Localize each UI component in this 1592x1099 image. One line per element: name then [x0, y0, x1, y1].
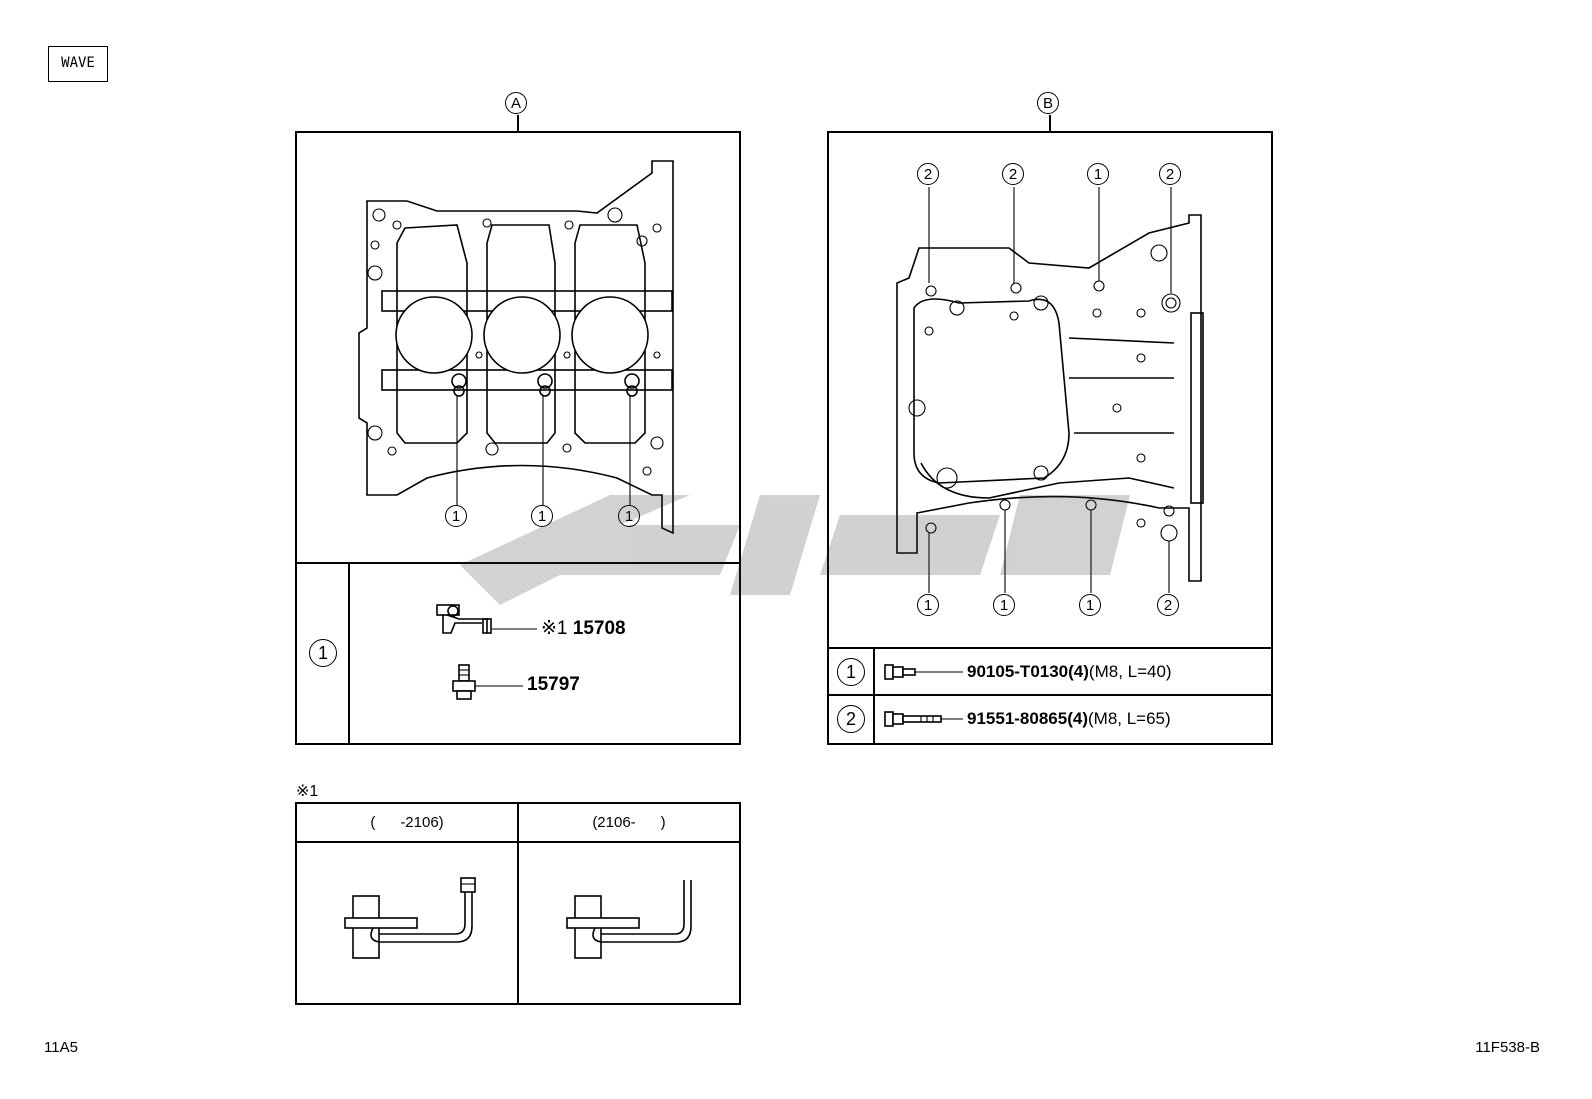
panel-a-legend-divider	[297, 562, 739, 564]
callout-label: 1	[993, 594, 1015, 616]
panel-a-marker-leader	[517, 115, 519, 132]
wave-tag: WAVE	[48, 46, 108, 82]
part-qty: (4)	[1067, 709, 1088, 728]
callout-label: 1	[445, 505, 467, 527]
callout-label: 1	[1079, 594, 1101, 616]
panel-b: 2 2 1 2 1 1 1 2 1 90105-T0130(4)(M8, L=4…	[827, 131, 1273, 745]
variant-late-label: (2106- )	[592, 814, 666, 831]
panel-b-callout-top-2: 2	[1002, 163, 1024, 185]
part-spec: (M8, L=65)	[1088, 709, 1171, 728]
panel-a-legend-key: 1	[309, 639, 337, 667]
variants-table: ( -2106) (2106- )	[295, 802, 741, 1005]
wave-tag-label: WAVE	[61, 55, 95, 71]
legend-key-label: 2	[837, 705, 865, 733]
watermark-logo-icon	[460, 495, 1130, 605]
footer-left-code: 11A5	[44, 1039, 78, 1056]
part-number: 15708	[572, 618, 626, 639]
panel-b-legend-row-1: 1 90105-T0130(4)(M8, L=40)	[829, 649, 1271, 694]
callout-label: 1	[917, 594, 939, 616]
panel-b-legend-row-divider	[829, 694, 1271, 696]
panel-b-marker-leader	[1049, 115, 1051, 132]
variant-early-label: ( -2106)	[370, 814, 444, 831]
panel-a-callout-2: 1	[531, 505, 553, 527]
oil-jet-icon	[436, 604, 537, 634]
legend-key-label: 1	[837, 658, 865, 686]
part-number: 90105-T0130	[967, 662, 1069, 681]
ref-mark: ※1	[541, 618, 568, 639]
panel-a-marker: A	[505, 92, 527, 114]
panel-b-marker: B	[1037, 92, 1059, 114]
panel-a-callout-3: 1	[618, 505, 640, 527]
oil-jet-early-icon	[344, 877, 476, 959]
oil-jet-late-icon	[566, 880, 692, 959]
relief-bolt-icon	[452, 664, 523, 700]
callout-label: 2	[1157, 594, 1179, 616]
callout-label: 1	[618, 505, 640, 527]
panel-b-callout-top-3: 1	[1087, 163, 1109, 185]
panel-a-legend-key-divider	[348, 562, 350, 745]
long-bolt-icon	[884, 711, 963, 727]
callout-label: 1	[1087, 163, 1109, 185]
panel-a-callout-1: 1	[445, 505, 467, 527]
panel-b-legend-divider	[829, 647, 1271, 649]
panel-b-callout-bottom-4: 2	[1157, 594, 1179, 616]
panel-b-callout-bottom-2: 1	[993, 594, 1015, 616]
panel-a: 1 1 1 1 ※1 15708 15797	[295, 131, 741, 745]
panel-b-legend-row-2: 2 91551-80865(4)(M8, L=65)	[829, 696, 1271, 743]
variants-note: ※1	[296, 783, 319, 800]
panel-a-part-2: 15797	[527, 674, 580, 695]
part-qty: (4)	[1068, 662, 1089, 681]
oil-pan-drawing	[896, 187, 1204, 593]
panel-b-callout-bottom-3: 1	[1079, 594, 1101, 616]
callout-label: 2	[917, 163, 939, 185]
callout-label: 1	[531, 505, 553, 527]
legend-key-label: 1	[309, 639, 337, 667]
cylinder-block-drawing	[358, 160, 674, 535]
panel-b-legend-key-divider	[873, 647, 875, 745]
panel-a-part-1: ※1 15708	[541, 617, 626, 640]
part-spec: (M8, L=40)	[1088, 662, 1172, 681]
short-bolt-icon	[884, 664, 963, 680]
panel-b-callout-top-4: 2	[1159, 163, 1181, 185]
panel-b-marker-label: B	[1037, 92, 1059, 114]
callout-label: 2	[1002, 163, 1024, 185]
part-number: 91551-80865	[967, 709, 1068, 728]
variants-column-divider	[517, 804, 519, 1003]
panel-b-callout-bottom-1: 1	[917, 594, 939, 616]
panel-a-marker-label: A	[505, 92, 527, 114]
panel-b-callout-top-1: 2	[917, 163, 939, 185]
callout-label: 2	[1159, 163, 1181, 185]
footer-right-code: 11F538-B	[1475, 1039, 1540, 1056]
